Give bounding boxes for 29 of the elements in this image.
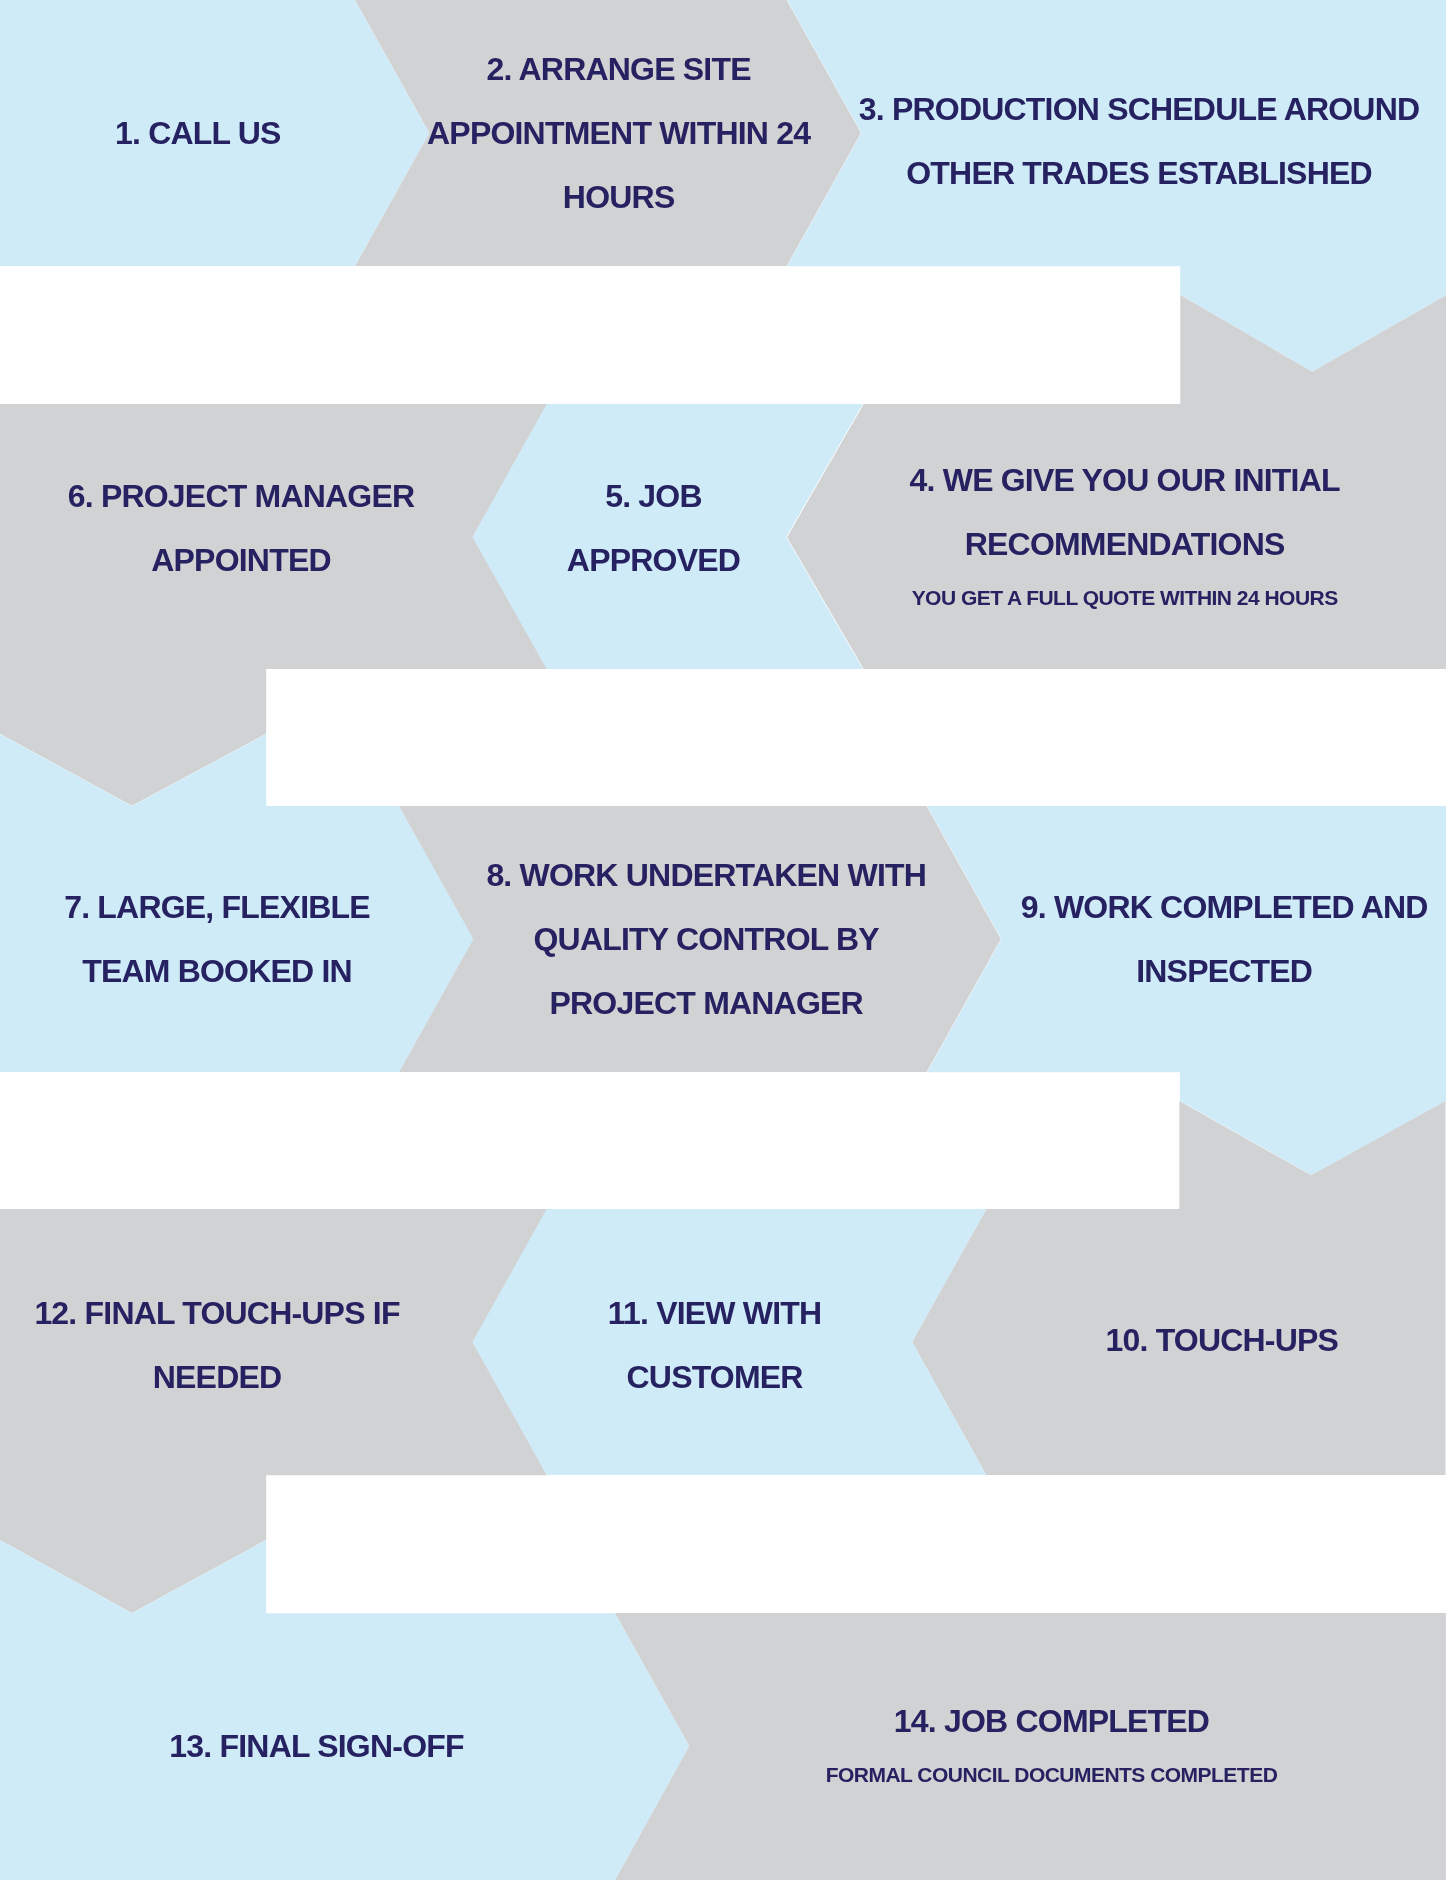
chevron-step: [0, 733, 474, 1072]
step-title: 2. ARRANGE SITE APPOINTMENT WITHIN 24 HOURS: [426, 50, 811, 218]
step-title: 13. FINAL SIGN-OFF: [169, 1726, 464, 1766]
step-title: 4. WE GIVE YOU OUR INITIAL RECOMMENDATIONS: [908, 460, 1341, 564]
chevron-step: [0, 1539, 690, 1880]
step-note: FORMAL COUNCIL DOCUMENTS COMPLETED: [825, 1761, 1278, 1788]
step-title: 12. FINAL TOUCH-UPS IF NEEDED: [33, 1294, 401, 1398]
step-title: 7. LARGE, FLEXIBLE TEAM BOOKED IN: [63, 887, 371, 991]
step-title: 3. PRODUCTION SCHEDULE AROUND OTHER TRADES ESTABLISHED: [857, 90, 1421, 194]
chevron-step: [472, 1208, 987, 1475]
step-title: 1. CALL US: [115, 114, 281, 154]
step-title: 11. VIEW WITH CUSTOMER: [606, 1294, 823, 1398]
step-title: 10. TOUCH-UPS: [1105, 1321, 1339, 1361]
step-title: 8. WORK UNDERTAKEN WITH QUALITY CONTROL BY PROJECT MANAGER: [485, 855, 928, 1023]
chevron-step: [354, 0, 861, 267]
step-note: YOU GET A FULL QUOTE WITHIN 24 HOURS: [911, 584, 1338, 611]
chevron-step: [926, 805, 1446, 1175]
chevron-step: [786, 294, 1446, 670]
step-title: 5. JOB APPROVED: [565, 476, 742, 580]
chevron-step: [0, 0, 430, 267]
chevron-step: [615, 1612, 1446, 1880]
step-title: 9. WORK COMPLETED AND INSPECTED: [1020, 887, 1428, 991]
chevron-step: [0, 1208, 547, 1613]
step-title: 6. PROJECT MANAGER APPOINTED: [66, 476, 416, 580]
chevron-step: [0, 404, 547, 806]
chevron-step: [912, 1100, 1446, 1475]
chevron-step: [472, 404, 864, 670]
step-title: 14. JOB COMPLETED: [893, 1701, 1210, 1741]
chevron-step: [399, 805, 1002, 1072]
